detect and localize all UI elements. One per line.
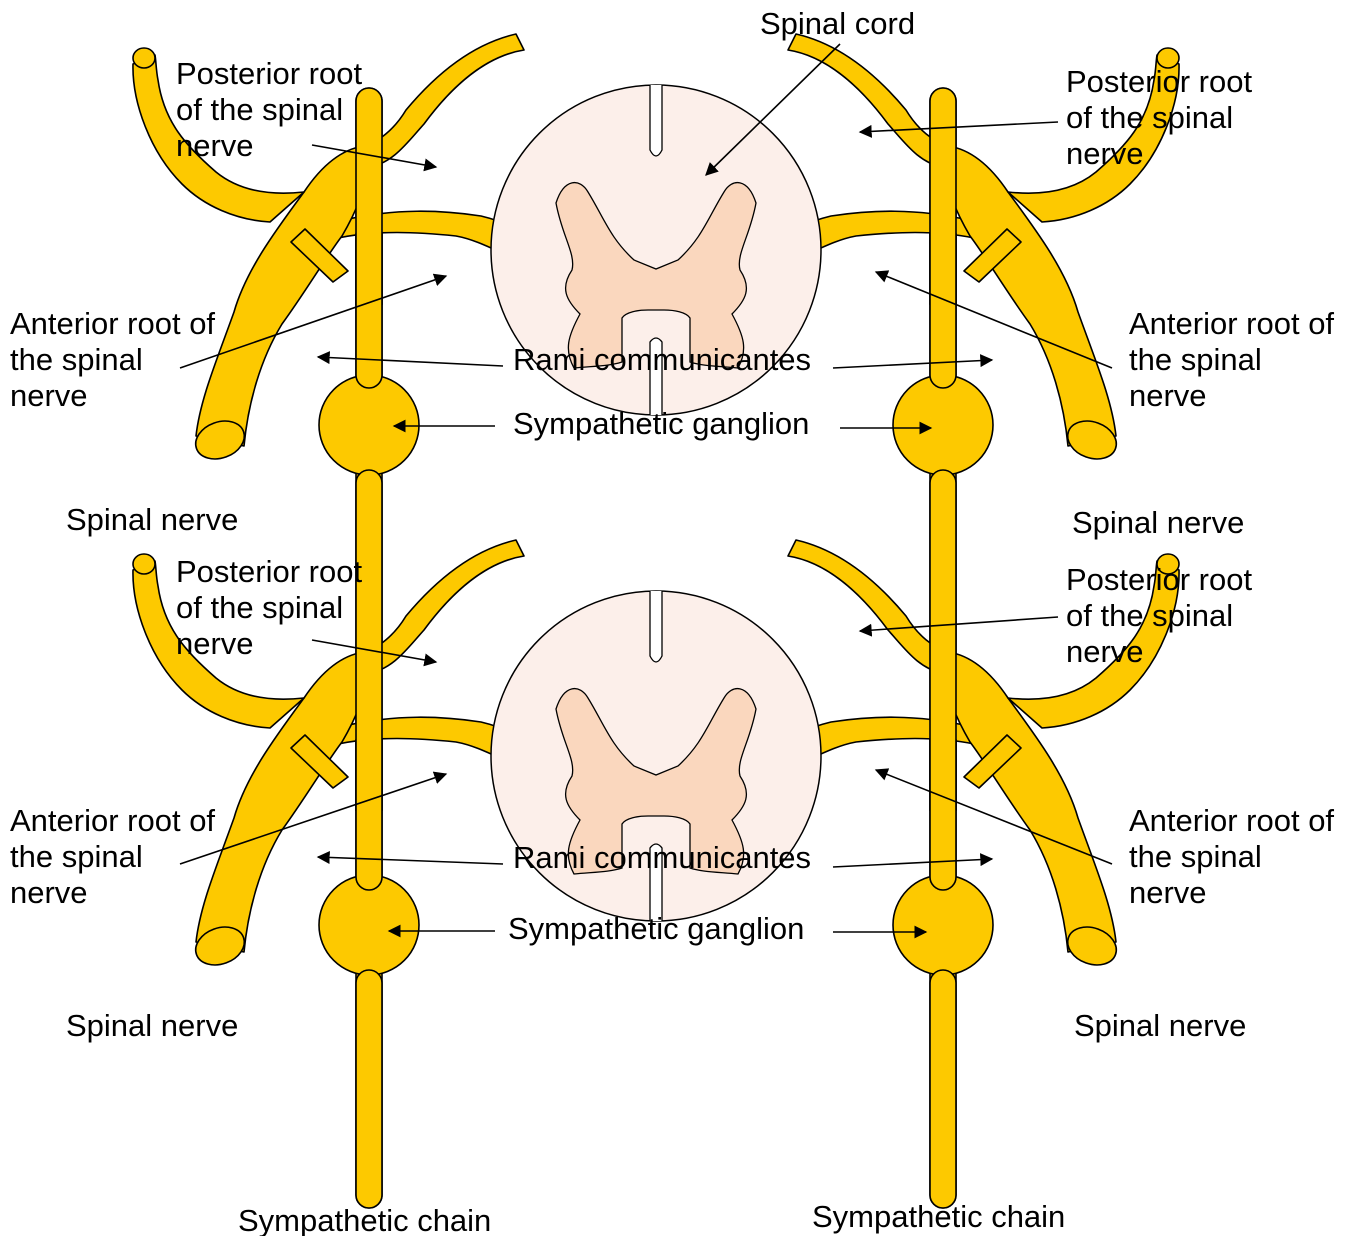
label-rami-communicantes-lower: Rami communicantes: [513, 840, 811, 875]
label-sympathetic-chain-left: Sympathetic chain: [238, 1203, 491, 1236]
sympathetic-ganglion-node: [893, 375, 993, 475]
label-sympathetic-ganglion-lower: Sympathetic ganglion: [508, 911, 804, 946]
label-sympathetic-chain-right: Sympathetic chain: [812, 1199, 1065, 1234]
label-posterior-root-lower-right: Posterior root of the spinal nerve: [1066, 562, 1261, 669]
label-anterior-root-upper-right: Anterior root of the spinal nerve: [1129, 306, 1343, 413]
label-anterior-root-lower-left: Anterior root of the spinal nerve: [10, 803, 224, 910]
label-spinal-nerve-upper-right: Spinal nerve: [1072, 505, 1244, 540]
label-posterior-root-upper-right: Posterior root of the spinal nerve: [1066, 64, 1261, 171]
label-spinal-nerve-upper-left: Spinal nerve: [66, 502, 238, 537]
label-spinal-nerve-lower-right: Spinal nerve: [1074, 1008, 1246, 1043]
label-anterior-root-upper-left: Anterior root of the spinal nerve: [10, 306, 224, 413]
label-posterior-root-upper-left: Posterior root of the spinal nerve: [176, 56, 371, 163]
label-sympathetic-ganglion-upper: Sympathetic ganglion: [513, 406, 809, 441]
label-rami-communicantes-upper: Rami communicantes: [513, 342, 811, 377]
label-spinal-cord: Spinal cord: [760, 6, 915, 41]
label-spinal-nerve-lower-left: Spinal nerve: [66, 1008, 238, 1043]
label-anterior-root-lower-right: Anterior root of the spinal nerve: [1129, 803, 1343, 910]
sympathetic-ganglion-node: [319, 375, 419, 475]
